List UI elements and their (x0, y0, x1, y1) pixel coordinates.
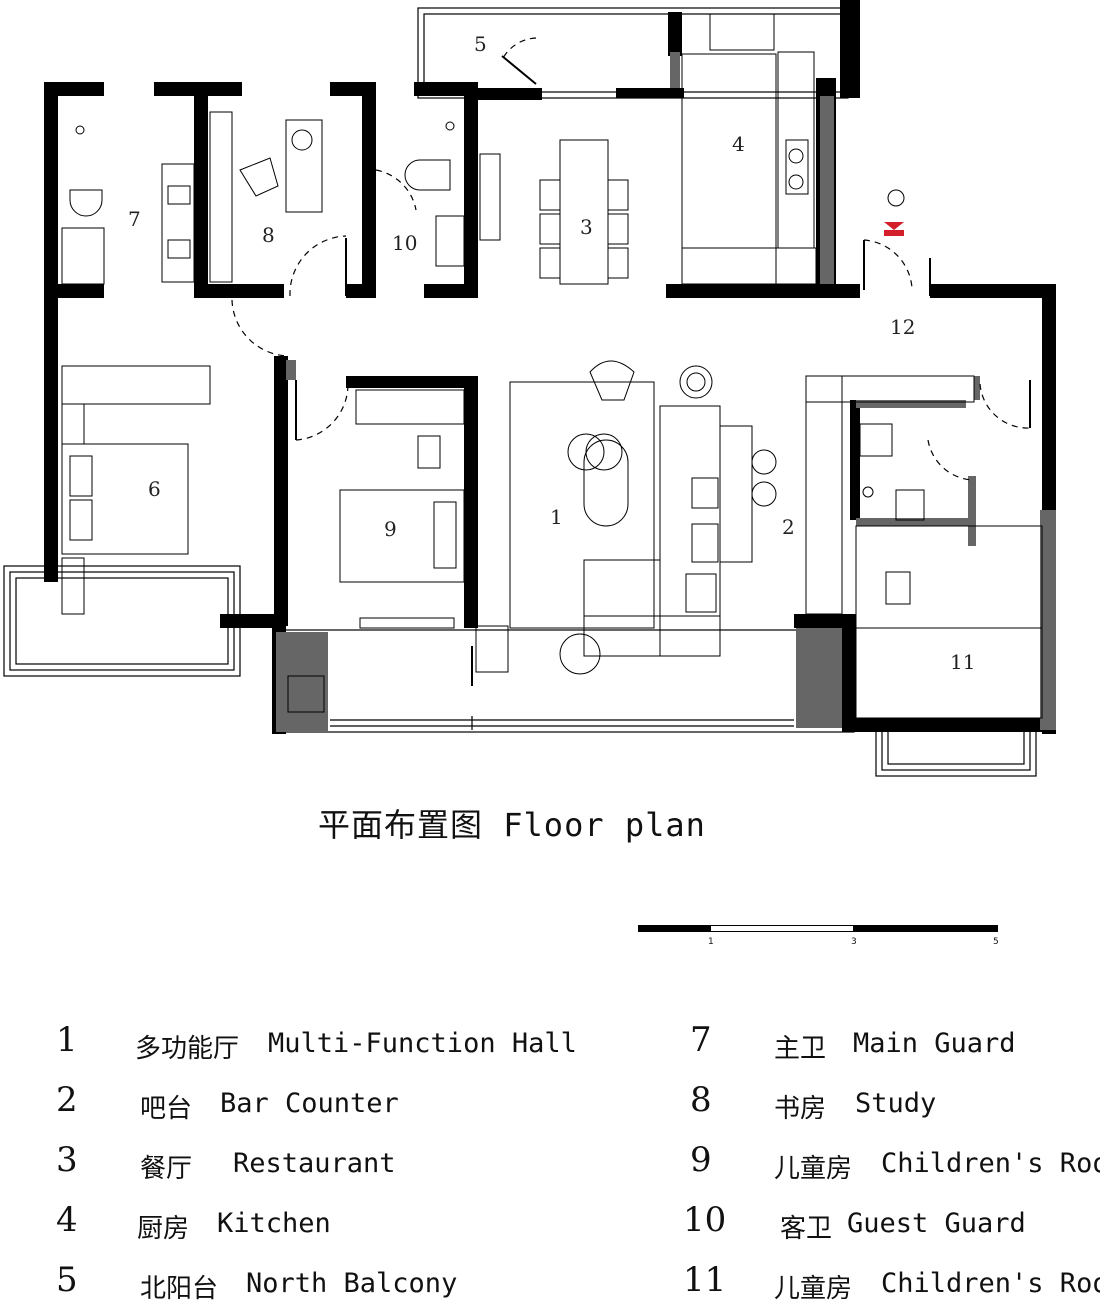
room-label: 3 (580, 215, 593, 239)
legend-number: 5 (56, 1260, 78, 1300)
legend-chinese-name: 儿童房 (774, 1274, 853, 1304)
legend-number: 7 (690, 1020, 712, 1060)
plan-title: 平面布置图 Floor plan (318, 806, 706, 844)
legend-chinese-name: 客卫 (780, 1214, 833, 1244)
entrance-accent-mark (884, 222, 904, 236)
room-label: 10 (392, 231, 417, 255)
legend-english-name: Guest Guard (847, 1208, 1026, 1239)
legend-english-name: North Balcony (246, 1268, 458, 1299)
room-label: 5 (474, 32, 487, 56)
scale-bar: 1 3 5 (638, 925, 999, 955)
legend-chinese-name: 多功能厅 (135, 1034, 240, 1064)
legend-number: 3 (56, 1140, 78, 1180)
room-label: 12 (890, 315, 915, 339)
legend-english-name: Bar Counter (220, 1088, 399, 1119)
legend-english-name: Children's Room (881, 1148, 1100, 1179)
room-label: 7 (128, 207, 141, 231)
legend-number: 1 (56, 1020, 78, 1060)
floor-plan-drawing: 5 4 7 8 10 3 12 6 1 2 9 11 (3, 0, 1056, 777)
legend-english-name: Main Guard (853, 1028, 1016, 1059)
legend-english-name: Multi-Function Hall (268, 1028, 577, 1059)
room-label: 4 (732, 132, 745, 156)
legend-chinese-name: 主卫 (774, 1034, 827, 1064)
legend-chinese-name: 餐厅 (140, 1154, 193, 1184)
room-label: 8 (262, 223, 275, 247)
legend-chinese-name: 儿童房 (774, 1154, 853, 1184)
legend-chinese-name: 吧台 (140, 1094, 193, 1124)
room-label: 2 (782, 515, 795, 539)
scale-tick: 3 (851, 937, 857, 947)
room-label: 1 (550, 505, 563, 529)
legend-english-name: Restaurant (233, 1148, 396, 1179)
room-number-labels: 5 4 7 8 10 3 12 6 1 2 9 11 (128, 32, 975, 674)
legend-english-name: Kitchen (217, 1208, 331, 1239)
legend-number: 8 (690, 1080, 712, 1120)
legend-english-name: Children's Room (881, 1268, 1100, 1299)
legend-english-name: Study (855, 1088, 937, 1119)
legend-number: 11 (683, 1260, 727, 1300)
legend-number: 4 (56, 1200, 78, 1240)
legend-number: 10 (683, 1200, 727, 1240)
legend-chinese-name: 厨房 (137, 1214, 190, 1244)
room-label: 11 (950, 650, 975, 674)
scale-segment (854, 925, 998, 932)
scale-tick: 5 (993, 937, 999, 947)
legend-number: 9 (690, 1140, 712, 1180)
legend-number: 2 (56, 1080, 78, 1120)
room-label: 6 (148, 477, 161, 501)
legend-chinese-name: 北阳台 (140, 1274, 219, 1304)
legend-chinese-name: 书房 (774, 1094, 827, 1124)
scale-segment (638, 925, 710, 932)
scale-segment (710, 925, 854, 932)
room-label: 9 (384, 517, 397, 541)
scale-tick: 1 (708, 937, 714, 947)
